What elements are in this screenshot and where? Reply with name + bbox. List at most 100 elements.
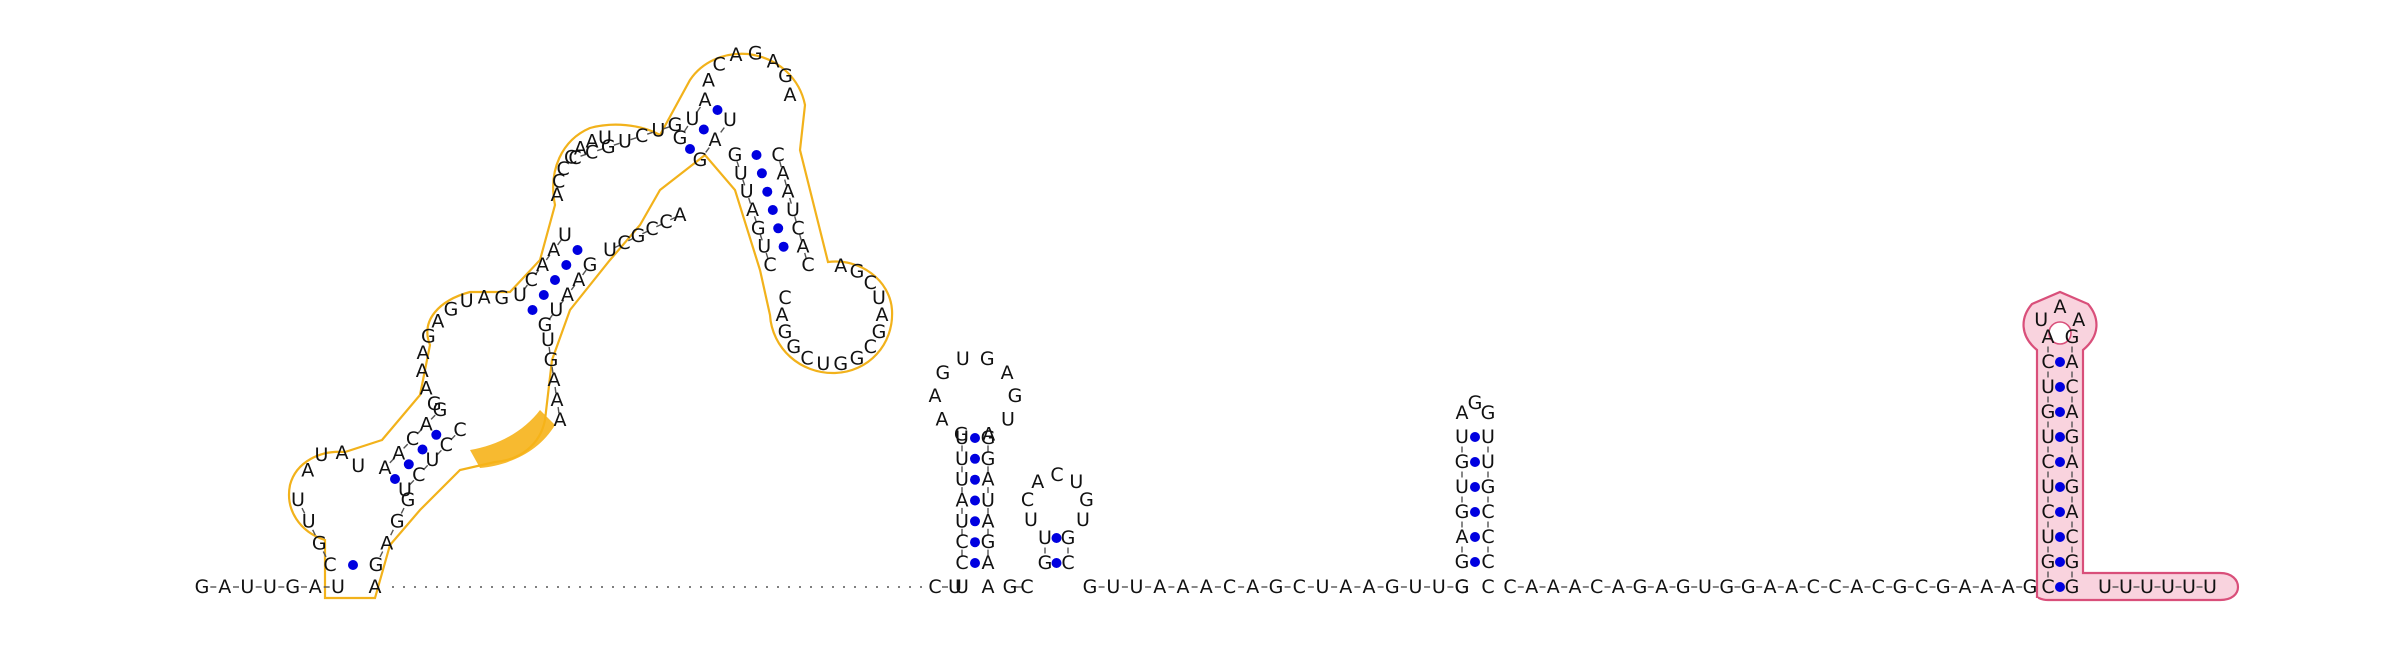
yA-loop1-1: U <box>314 444 328 466</box>
yA-loop3-right-0: U <box>603 239 617 261</box>
h3-right-5: C <box>1481 551 1494 573</box>
yA-h3-left-2: A <box>536 254 549 276</box>
backbone-tick <box>389 458 395 464</box>
yA-loop3-right-2: G <box>631 225 646 247</box>
base-pairs <box>348 105 2065 592</box>
base-pair-35 <box>2055 557 2065 567</box>
h1-right-5: G <box>981 531 996 553</box>
yA-h2-right-1: C <box>412 464 425 486</box>
backbone-tick <box>753 216 757 223</box>
h3-loop-g2: G <box>1481 402 1496 424</box>
base-pair-19 <box>970 433 980 443</box>
term-left-7: G <box>2041 401 2056 423</box>
yA-loop3-left-6: U <box>598 127 612 149</box>
backbone-tick <box>534 269 540 276</box>
yA-h2-left-4: G <box>433 399 448 421</box>
base-pair-31 <box>1470 507 1480 517</box>
h1-left-3: A <box>956 490 969 512</box>
spacer-0: C <box>928 576 941 598</box>
backbone-tick <box>416 429 422 435</box>
backbone-tick <box>736 161 740 168</box>
backbone-tick <box>570 284 576 291</box>
yA-loop2-7: U <box>460 290 474 312</box>
h2-loop-0: U <box>1024 509 1038 531</box>
linker2-12: A <box>1764 576 1777 598</box>
yA-top-strand-5: U <box>651 120 665 142</box>
backbone-tick <box>799 234 802 241</box>
h3-left-2: U <box>1455 476 1469 498</box>
h3-right-3: C <box>1481 501 1494 523</box>
term-left-5: C <box>2041 451 2054 473</box>
base-pair-36 <box>2055 532 2065 542</box>
yA-hairpin-bottom-7: G <box>850 347 865 369</box>
yA-h3-right-1: U <box>549 299 563 321</box>
backbone-tick <box>436 449 442 456</box>
backbone-tick <box>545 254 551 261</box>
base-pair-25 <box>970 558 980 568</box>
base-pair-16 <box>767 205 778 215</box>
linker2-16: A <box>1850 576 1863 598</box>
domain-a-highlight <box>470 410 555 468</box>
h3-right-4: C <box>1481 526 1494 548</box>
h3-left-0: U <box>1455 426 1469 448</box>
yA-h5-left-2: U <box>740 181 754 203</box>
tail-5: U <box>2203 576 2217 598</box>
yA-hairpin-bottom-8: G <box>833 353 848 375</box>
backbone-tick <box>301 507 306 514</box>
linker-8: G <box>1269 576 1284 598</box>
h1-loop-1: A <box>936 409 949 431</box>
yA-h4-left-2: A <box>699 89 712 111</box>
backbone-tick <box>548 314 553 321</box>
yA-hairpin-bottom-14: C <box>778 287 791 309</box>
base-pair-17 <box>773 223 784 234</box>
term-right-4: G <box>2065 426 2080 448</box>
h1-loop-5: G <box>980 348 995 370</box>
yA-loop2b-0: U <box>541 329 555 351</box>
yA-h3-left-1: C <box>525 269 538 291</box>
yA-loop2-3: A <box>417 342 430 364</box>
linker-16: G <box>1455 576 1470 598</box>
backbone-tick <box>742 179 746 186</box>
backbone-tick <box>789 197 792 204</box>
yA-loop1-2: A <box>336 442 349 464</box>
yA-h3-right-2: A <box>561 284 574 306</box>
yA-h4-left-1: U <box>686 108 700 130</box>
tail-2: U <box>2140 576 2154 598</box>
tail-3: U <box>2161 576 2175 598</box>
backbone-tick <box>705 147 710 153</box>
yA-h2-right-3: C <box>440 434 453 456</box>
h1-gc-0: G <box>1003 576 1018 598</box>
term-right-10: G <box>2065 576 2080 598</box>
h1-loop-2: A <box>929 385 942 407</box>
yA-hairpin-bottom-6: C <box>864 336 877 358</box>
term-left-6: U <box>2041 426 2055 448</box>
h2-loop-5: G <box>1079 489 1094 511</box>
backbone-tick <box>559 299 565 306</box>
base-pair-21 <box>970 474 980 485</box>
yA-hairpin-top-5: G <box>778 65 793 87</box>
backbone-tick <box>804 252 807 259</box>
linker2-14: C <box>1807 576 1820 598</box>
tail-0: U <box>2098 576 2112 598</box>
yA-loop2b-2: A <box>548 369 561 391</box>
h1-left-2: U <box>955 469 969 491</box>
backbone-tick <box>696 106 701 113</box>
term-right-2: C <box>2065 376 2078 398</box>
base-pair-8 <box>561 260 572 270</box>
base-pair-18 <box>778 241 789 252</box>
h3-right-0: U <box>1481 426 1495 448</box>
term-loop-2: A <box>2072 309 2085 331</box>
backbone-tick <box>379 551 384 558</box>
yA-loop2-4: G <box>421 325 436 347</box>
yA-h2-left-2: C <box>406 428 419 450</box>
yA-h2-right-4: C <box>453 419 466 441</box>
yA-top-strand-6: G <box>668 114 683 136</box>
term-loop-1: A <box>2054 296 2067 318</box>
base-pair-30 <box>1470 482 1480 492</box>
h3-right-1: U <box>1481 451 1495 473</box>
backbone <box>210 106 2203 588</box>
h1-right-2: A <box>982 469 995 491</box>
yA-hairpin-bottom-0: A <box>834 255 847 277</box>
yA-h5-right-3: U <box>786 199 800 221</box>
yA-hairpin-bottom-9: U <box>816 353 830 375</box>
